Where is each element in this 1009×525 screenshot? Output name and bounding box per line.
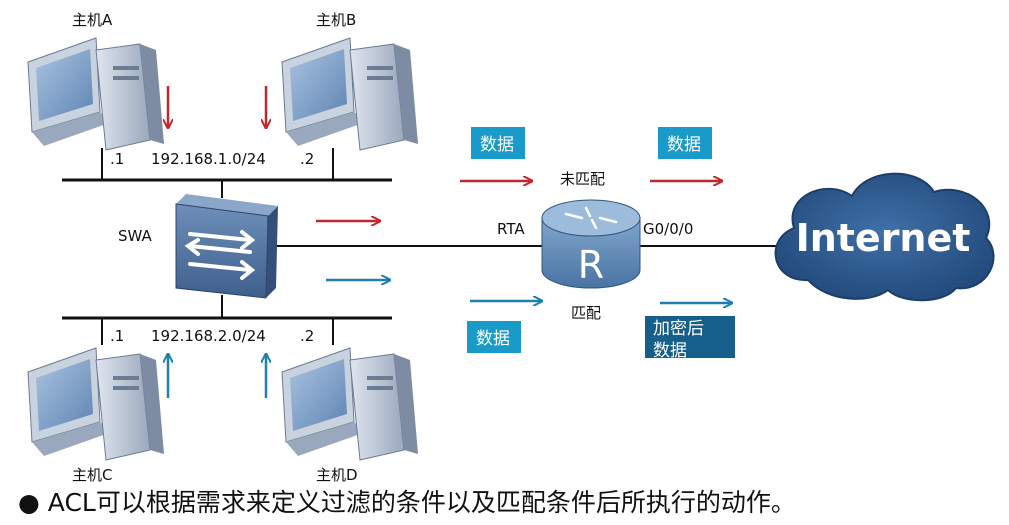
data-box-top-right-label: 数据 bbox=[667, 135, 701, 155]
lan2-subnet: 192.168.2.0/24 bbox=[151, 327, 266, 345]
host-d-label: 主机D bbox=[316, 466, 358, 484]
data-box-top-left-label: 数据 bbox=[480, 135, 514, 155]
switch-icon bbox=[175, 194, 278, 299]
caption: ● ACL可以根据需求来定义过滤的条件以及匹配条件后所执行的动作。 bbox=[18, 483, 796, 519]
unmatched-label: 未匹配 bbox=[560, 170, 605, 188]
lan2-suffix-left: .1 bbox=[110, 327, 124, 345]
router-label: RTA bbox=[497, 220, 525, 238]
router-letter: R bbox=[578, 243, 604, 287]
data-box-bottom-left bbox=[467, 321, 521, 353]
host-c-label: 主机C bbox=[72, 466, 112, 484]
internet-label: Internet bbox=[796, 216, 971, 260]
encrypted-data-box bbox=[645, 316, 735, 358]
encrypted-data-line2: 数据 bbox=[653, 341, 687, 361]
caption-bullet: ● bbox=[18, 488, 40, 517]
host-a-computer-icon bbox=[27, 37, 164, 151]
host-c-computer-icon bbox=[27, 347, 164, 461]
data-box-top-right bbox=[658, 127, 712, 159]
data-box-top-left bbox=[471, 127, 525, 159]
host-a-label: 主机A bbox=[72, 11, 113, 29]
data-box-bottom-left-label: 数据 bbox=[476, 329, 510, 349]
encrypted-data-line1: 加密后 bbox=[653, 319, 704, 339]
lan1-subnet: 192.168.1.0/24 bbox=[151, 150, 266, 168]
lan1-suffix-right: .2 bbox=[300, 150, 314, 168]
host-d-computer-icon bbox=[281, 347, 418, 461]
matched-label: 匹配 bbox=[571, 304, 601, 322]
lan1-suffix-left: .1 bbox=[110, 150, 124, 168]
interface-label: G0/0/0 bbox=[643, 220, 693, 238]
internet-cloud-icon bbox=[774, 172, 995, 302]
switch-label: SWA bbox=[118, 227, 153, 245]
host-b-label: 主机B bbox=[316, 11, 356, 29]
router-icon bbox=[541, 199, 641, 289]
lan2-suffix-right: .2 bbox=[300, 327, 314, 345]
caption-text: ACL可以根据需求来定义过滤的条件以及匹配条件后所执行的动作。 bbox=[47, 488, 796, 517]
host-b-computer-icon bbox=[281, 37, 418, 151]
